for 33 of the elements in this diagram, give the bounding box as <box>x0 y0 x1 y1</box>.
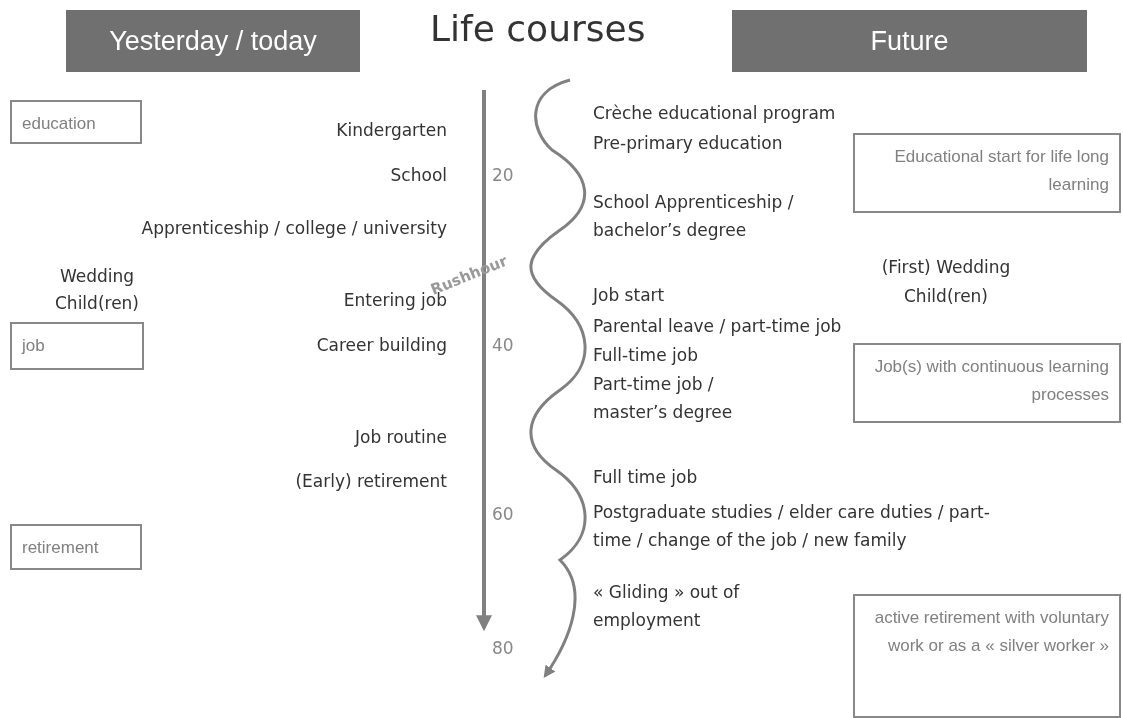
age-label: 60 <box>492 503 514 526</box>
phase-box: Educational start for life long learning <box>853 133 1121 213</box>
life-event-text: Full time job <box>593 466 698 489</box>
life-event-text: Job routine <box>354 426 447 449</box>
phase-box: retirement <box>10 524 142 570</box>
life-event-text: Apprenticeship / college / university <box>141 217 447 240</box>
age-label: 80 <box>492 637 514 660</box>
life-event-text: Part-time job / master’s degree <box>593 373 734 424</box>
life-event-text: Parental leave / part-time job <box>593 315 842 338</box>
life-event-text: Full-time job <box>593 344 698 367</box>
life-event-text: School Apprenticeship / bachelor’s degree <box>593 191 795 242</box>
life-event-text: Crèche educational program <box>593 102 836 125</box>
life-event-text: Child(ren) <box>54 292 140 315</box>
life-event-text: (First) Wedding <box>880 256 1012 279</box>
age-label: 20 <box>492 164 514 187</box>
life-event-text: Kindergarten <box>336 119 447 142</box>
phase-box: active retirement with voluntary work or as a « silver worker » <box>853 594 1121 718</box>
life-event-text: Wedding <box>58 265 136 288</box>
title: Life courses <box>430 8 646 49</box>
phase-box: education <box>10 100 142 144</box>
life-event-text: School <box>390 164 447 187</box>
phase-box: job <box>10 322 144 370</box>
header-band: Future <box>732 10 1087 72</box>
life-event-text: Job start <box>593 284 665 307</box>
life-event-text: Postgraduate studies / elder care duties / part-time / change of the job / new family <box>593 501 991 552</box>
life-event-text: Child(ren) <box>903 285 989 308</box>
life-event-text: Career building <box>316 334 447 357</box>
phase-box: Job(s) with continuous learning processes <box>853 343 1121 423</box>
life-event-text: (Early) retirement <box>295 470 447 493</box>
life-event-text: « Gliding » out of employment <box>593 581 741 632</box>
life-event-text: Pre-primary education <box>593 132 783 155</box>
age-label: 40 <box>492 334 514 357</box>
header-band: Yesterday / today <box>66 10 360 72</box>
